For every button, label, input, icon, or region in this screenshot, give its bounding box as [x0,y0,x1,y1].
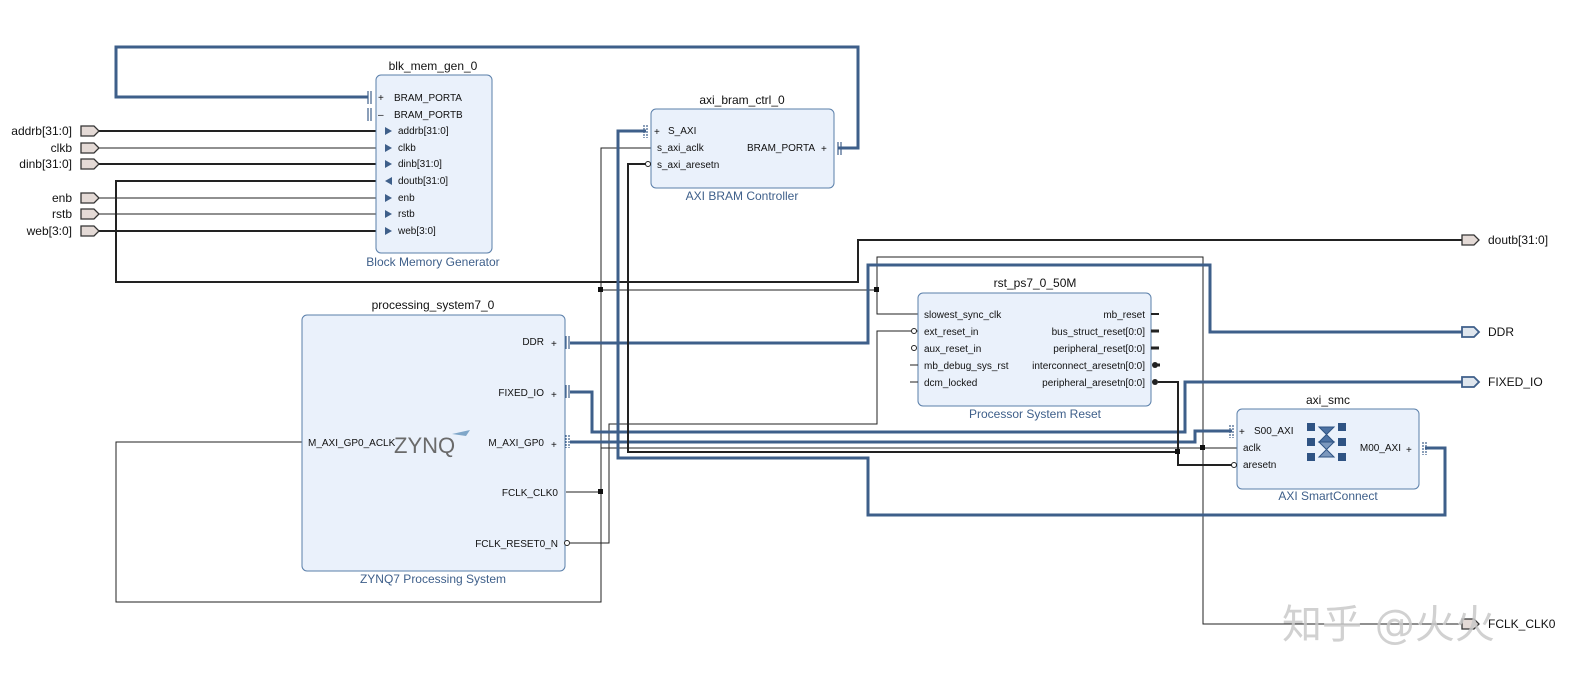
port-addrb[interactable]: addrb[31:0] [398,126,449,137]
port-mb-reset[interactable]: mb_reset [1103,310,1145,321]
port-s-axi-aclk[interactable]: s_axi_aclk [657,143,705,154]
block-subtitle: Block Memory Generator [366,255,499,269]
port-s00-axi[interactable]: S00_AXI [1254,426,1293,437]
svg-text:dinb[31:0]: dinb[31:0] [19,157,72,171]
port-slowest-sync-clk[interactable]: slowest_sync_clk [924,310,1002,321]
m00-axi-bus[interactable] [616,129,1447,517]
ext-port-fclk-clk0[interactable]: FCLK_CLK0 [1461,617,1556,631]
block-rst-ps7[interactable]: rst_ps7_0_50M slowest_sync_clk ext_reset… [910,276,1160,421]
svg-text:clkb: clkb [51,141,73,155]
port-s-axi[interactable]: S_AXI [668,126,696,137]
port-bram-porta-out[interactable]: BRAM_PORTA [747,143,815,154]
port-ddr[interactable]: DDR [522,337,544,348]
watermark: 知乎 @火火 [1282,602,1495,648]
block-subtitle: AXI SmartConnect [1278,489,1378,503]
svg-text:+: + [1406,445,1412,456]
port-fclk-reset0-n[interactable]: FCLK_RESET0_N [475,539,558,550]
port-fixed-io[interactable]: FIXED_IO [498,388,544,399]
block-title: processing_system7_0 [372,298,495,312]
block-title: axi_smc [1306,393,1350,407]
port-aresetn[interactable]: aresetn [1243,460,1276,471]
svg-text:rstb: rstb [52,207,72,221]
port-aclk[interactable]: aclk [1243,443,1262,454]
svg-text:+: + [821,144,827,155]
ext-port-addrb[interactable]: addrb[31:0] [11,124,100,138]
block-axi-bram-ctrl[interactable]: axi_bram_ctrl_0 + S_AXI s_axi_aclk s_axi… [643,93,842,203]
ext-port-fixed-io[interactable]: FIXED_IO [1461,375,1543,389]
fclk-clk0-net[interactable] [115,441,602,603]
svg-text:enb: enb [52,191,72,205]
port-aux-reset-in[interactable]: aux_reset_in [924,344,981,355]
block-subtitle: AXI BRAM Controller [686,189,799,203]
port-s-axi-aresetn[interactable]: s_axi_aresetn [657,160,719,171]
port-peripheral-aresetn[interactable]: peripheral_aresetn[0:0] [1042,378,1145,389]
port-enb[interactable]: enb [398,193,415,204]
svg-text:FCLK_CLK0: FCLK_CLK0 [1488,617,1556,631]
port-m00-axi[interactable]: M00_AXI [1360,443,1401,454]
ext-port-clkb[interactable]: clkb [51,141,100,155]
junctions [598,287,1205,494]
block-title: axi_bram_ctrl_0 [699,93,785,107]
svg-text:web[3:0]: web[3:0] [26,224,72,238]
peripheral-aresetn-net[interactable] [1158,381,1238,466]
bram-porta-bus[interactable] [114,45,860,150]
fclk-reset-net[interactable] [570,330,918,544]
port-mb-debug-sys-rst[interactable]: mb_debug_sys_rst [924,361,1009,372]
port-dcm-locked[interactable]: dcm_locked [924,378,977,389]
m-axi-gp0-bus[interactable] [570,429,1232,444]
zynq-logo-mark [452,430,470,436]
port-rstb[interactable]: rstb [398,209,415,220]
port-ext-reset-in[interactable]: ext_reset_in [924,327,978,338]
port-peripheral-reset[interactable]: peripheral_reset[0:0] [1053,344,1145,355]
smartconnect-icon [1307,423,1346,461]
port-fclk-clk0[interactable]: FCLK_CLK0 [502,488,559,499]
block-blk-mem-gen[interactable]: blk_mem_gen_0 + – BRAM_PORTA BRAM_PORTB … [366,59,499,269]
block-title: blk_mem_gen_0 [389,59,478,73]
svg-text:DDR: DDR [1488,325,1514,339]
port-bram-porta[interactable]: BRAM_PORTA [394,93,462,104]
doutb-net[interactable] [115,180,1462,283]
ext-port-rstb[interactable]: rstb [52,207,100,221]
ext-port-doutb[interactable]: doutb[31:0] [1461,233,1548,247]
svg-text:+: + [551,339,557,350]
ext-port-enb[interactable]: enb [52,191,100,205]
ext-port-web[interactable]: web[3:0] [26,224,100,238]
block-axi-smc[interactable]: axi_smc + S00_AXI aclk aresetn M00_AXI +… [1229,393,1427,503]
port-clkb[interactable]: clkb [398,143,416,154]
svg-text:+: + [378,93,384,104]
ddr-bus[interactable] [570,263,1462,345]
block-title: rst_ps7_0_50M [994,276,1077,290]
zynq-logo: ZYNQ [394,433,455,458]
ext-port-ddr[interactable]: DDR [1461,325,1514,339]
port-doutb[interactable]: doutb[31:0] [398,176,448,187]
port-interconnect-aresetn[interactable]: interconnect_aresetn[0:0] [1032,361,1145,372]
svg-text:addrb[31:0]: addrb[31:0] [11,124,72,138]
block-processing-system7[interactable]: processing_system7_0 M_AXI_GP0_ACLK ZYNQ… [301,298,570,586]
port-bus-struct-reset[interactable]: bus_struct_reset[0:0] [1052,327,1146,338]
port-m-axi-gp0-aclk[interactable]: M_AXI_GP0_ACLK [308,438,396,449]
svg-text:–: – [378,110,384,121]
block-subtitle: ZYNQ7 Processing System [360,572,506,586]
svg-text:+: + [551,440,557,451]
svg-text:+: + [1239,427,1245,438]
fixed-io-bus[interactable] [570,380,1462,434]
svg-text:+: + [551,390,557,401]
port-m-axi-gp0[interactable]: M_AXI_GP0 [488,438,544,449]
port-bram-portb[interactable]: BRAM_PORTB [394,110,463,121]
svg-text:FIXED_IO: FIXED_IO [1488,375,1543,389]
svg-text:+: + [654,127,660,138]
svg-text:doutb[31:0]: doutb[31:0] [1488,233,1548,247]
block-subtitle: Processor System Reset [969,407,1102,421]
port-dinb[interactable]: dinb[31:0] [398,159,442,170]
ext-port-dinb[interactable]: dinb[31:0] [19,157,100,171]
port-web[interactable]: web[3:0] [397,226,436,237]
